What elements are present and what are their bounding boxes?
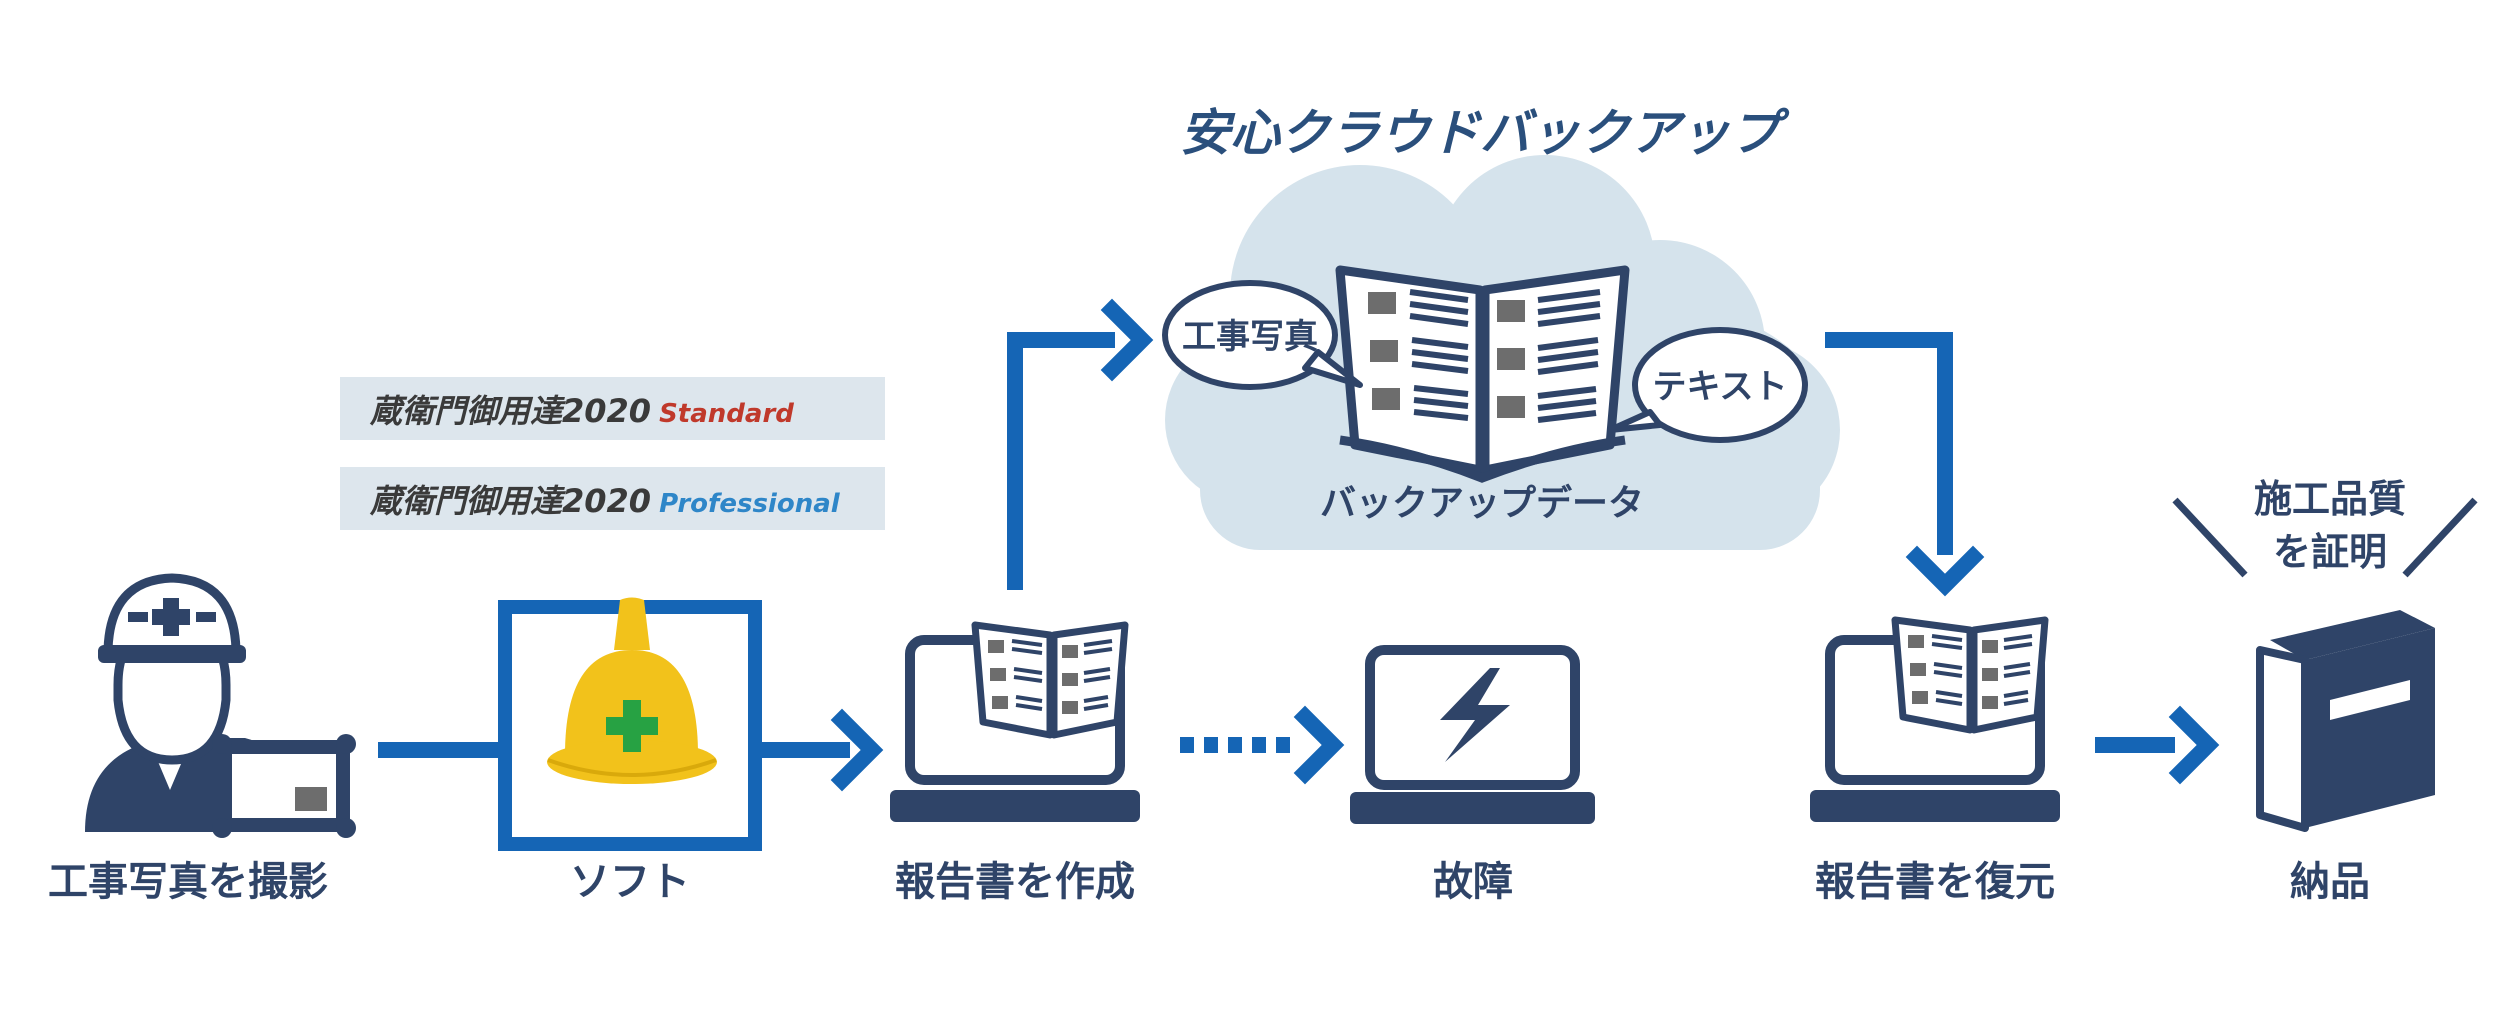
callout-line-left xyxy=(2172,497,2248,578)
arrows xyxy=(378,332,2175,758)
arrow-head-restore-delivery xyxy=(2168,705,2220,785)
diagram-title: 安心クラウドバックアップ xyxy=(1180,104,1790,162)
backup-data-caption: バックアップデータ xyxy=(1320,482,1644,524)
product-professional: 蔵衛門御用達2020 Professional xyxy=(340,467,885,530)
closed-book-icon xyxy=(2256,610,2435,832)
speech-bubble-text: テキスト xyxy=(1607,327,1808,443)
bubble-text-label: テキスト xyxy=(1653,367,1788,407)
callout-line2: を証明 xyxy=(2273,530,2387,574)
bubble-photo-label: 工事写真 xyxy=(1182,317,1318,357)
broken-laptop-icon xyxy=(1350,645,1595,824)
step-label-software: ソフト xyxy=(570,859,690,905)
callout-line1: 施工品質 xyxy=(2254,477,2406,521)
lightning-icon xyxy=(1440,668,1510,762)
arrow-cloud-restore xyxy=(1825,332,1953,555)
helmet-icon xyxy=(547,597,717,784)
book-icon xyxy=(1891,616,2049,734)
book-icon xyxy=(971,621,1129,739)
arrow-head-failure xyxy=(1293,705,1345,785)
arrow-head-software-report xyxy=(830,708,884,792)
step-label-create-report: 報告書を作成 xyxy=(895,859,1135,905)
step-label-photo: 工事写真を撮影 xyxy=(48,859,328,905)
arrow-report-cloud xyxy=(1007,332,1115,590)
book-icon xyxy=(1335,265,1630,483)
product-standard-name: 蔵衛門御用達2020 xyxy=(369,392,651,430)
product-professional-edition: Professional xyxy=(659,489,841,519)
speech-bubble-photo: 工事写真 xyxy=(1162,280,1363,390)
arrow-head-report-cloud xyxy=(1100,298,1154,382)
tablet-icon xyxy=(212,734,356,838)
arrow-head-cloud-restore xyxy=(1905,545,1985,597)
step-label-restore-report: 報告書を復元 xyxy=(1815,859,2055,905)
step-label-delivery: 納品 xyxy=(2290,859,2370,905)
step-label-failure: 故障 xyxy=(1433,859,1513,905)
product-professional-name: 蔵衛門御用達2020 xyxy=(369,482,651,520)
callout-line-right xyxy=(2402,497,2478,578)
product-standard: 蔵衛門御用達2020 Standard xyxy=(340,377,885,440)
product-standard-edition: Standard xyxy=(659,399,794,429)
